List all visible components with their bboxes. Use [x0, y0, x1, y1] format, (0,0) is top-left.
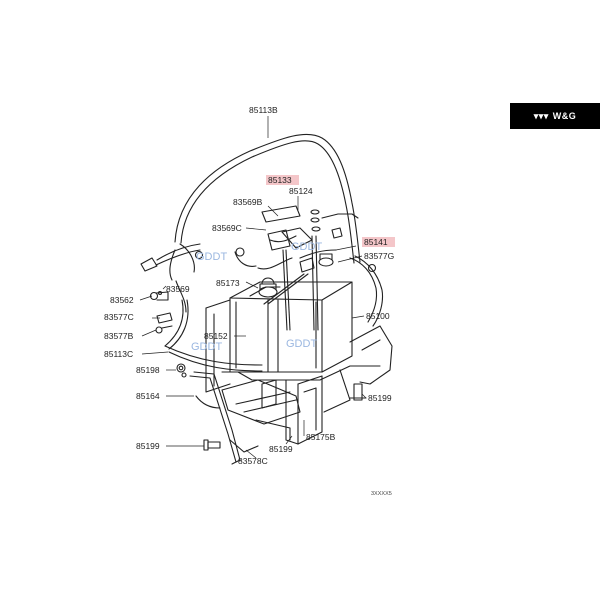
part-label-85113b[interactable]: 85113B [249, 105, 278, 115]
battery-tray [205, 299, 393, 413]
part-label-83569c[interactable]: 83569C [212, 223, 242, 233]
bolts [181, 372, 367, 451]
part-label-85152[interactable]: 85152 [204, 331, 228, 341]
part-label-85175b[interactable]: 85175B [306, 432, 336, 442]
part-85141-highlight [362, 237, 395, 247]
watermark: GDDT [286, 338, 317, 350]
part-label-85173[interactable]: 85173 [216, 278, 240, 288]
washer-stack [310, 209, 359, 239]
leader-lines [139, 116, 367, 459]
watermark: GDDT [191, 341, 222, 353]
part-labels: 85113B 85133 85124 83569B 83569C 85141 8… [104, 105, 394, 466]
part-label-85141[interactable]: 85141 [364, 237, 388, 247]
part-label-85113c[interactable]: 85113C [104, 349, 133, 359]
clamp-rods [263, 235, 319, 331]
part-label-85100[interactable]: 85100 [366, 311, 390, 321]
part-label-83577b[interactable]: 83577B [104, 331, 134, 341]
left-harness [140, 243, 263, 372]
lower-frame [189, 371, 323, 465]
part-label-83577g[interactable]: 83577G [364, 251, 394, 261]
upper-cable-loop [174, 133, 361, 264]
watermark: GDDT [291, 241, 322, 253]
diagram-code: 3XXXX5 [371, 491, 392, 497]
left-terminals [149, 290, 186, 373]
three-diamonds-logo-icon: ▾▾▾ [533, 110, 549, 121]
brand-badge: ▾▾▾ W&G [510, 103, 600, 129]
part-label-85199-bottom[interactable]: 85199 [269, 444, 293, 454]
part-label-85164[interactable]: 85164 [136, 391, 160, 401]
part-label-83569b[interactable]: 83569B [233, 197, 263, 207]
part-label-85124[interactable]: 85124 [289, 186, 313, 196]
part-85133-highlight [266, 175, 299, 185]
part-label-85133[interactable]: 85133 [268, 175, 292, 185]
part-label-83577c[interactable]: 83577C [104, 312, 134, 322]
part-label-85198[interactable]: 85198 [136, 365, 160, 375]
part-label-85199-right[interactable]: 85199 [368, 393, 392, 403]
battery-terminals [258, 253, 334, 298]
brand-badge-text: W&G [552, 111, 577, 121]
battery [229, 281, 353, 373]
watermark: GDDT [196, 251, 227, 263]
part-label-83569[interactable]: 83569 [166, 284, 190, 294]
part-label-85199-left[interactable]: 85199 [136, 441, 160, 451]
right-cable [349, 255, 384, 327]
part-label-83578c[interactable]: 83578C [238, 456, 268, 466]
part-label-83562[interactable]: 83562 [110, 295, 134, 305]
